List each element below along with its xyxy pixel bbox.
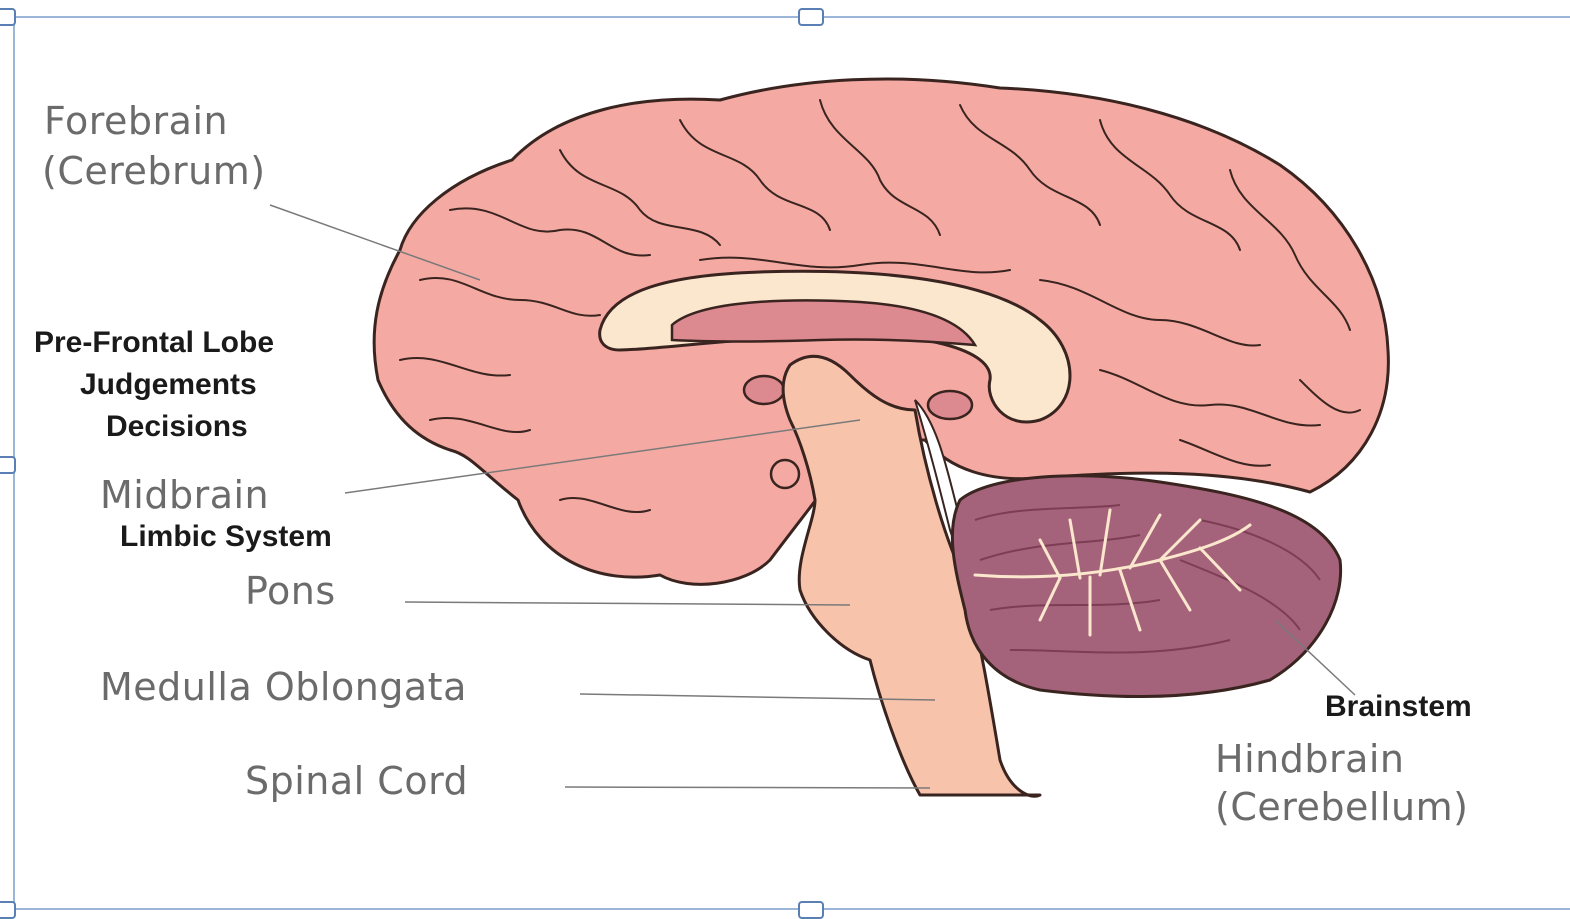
pituitary: [771, 460, 799, 488]
decisions-label: Decisions: [106, 410, 248, 445]
judgements-label: Judgements: [80, 368, 257, 403]
hindbrain-label: Hindbrain: [1215, 738, 1405, 782]
medulla-oblongata-label: Medulla Oblongata: [100, 666, 467, 710]
limbic-system-label: Limbic System: [120, 520, 332, 555]
cerebellum: [952, 476, 1340, 697]
brainstem-label: Brainstem: [1325, 690, 1472, 725]
midbrain-label: Midbrain: [100, 474, 269, 518]
spinal-cord-label: Spinal Cord: [245, 760, 468, 804]
thalamus-nucleus: [744, 376, 784, 404]
cerebellum-label: (Cerebellum): [1215, 786, 1468, 830]
prefrontal-lobe-label: Pre-Frontal Lobe: [34, 326, 274, 361]
forebrain-label: Forebrain: [44, 100, 228, 144]
pons-label: Pons: [245, 570, 336, 614]
pineal-body: [928, 391, 972, 419]
cerebrum-label: (Cerebrum): [42, 150, 266, 194]
